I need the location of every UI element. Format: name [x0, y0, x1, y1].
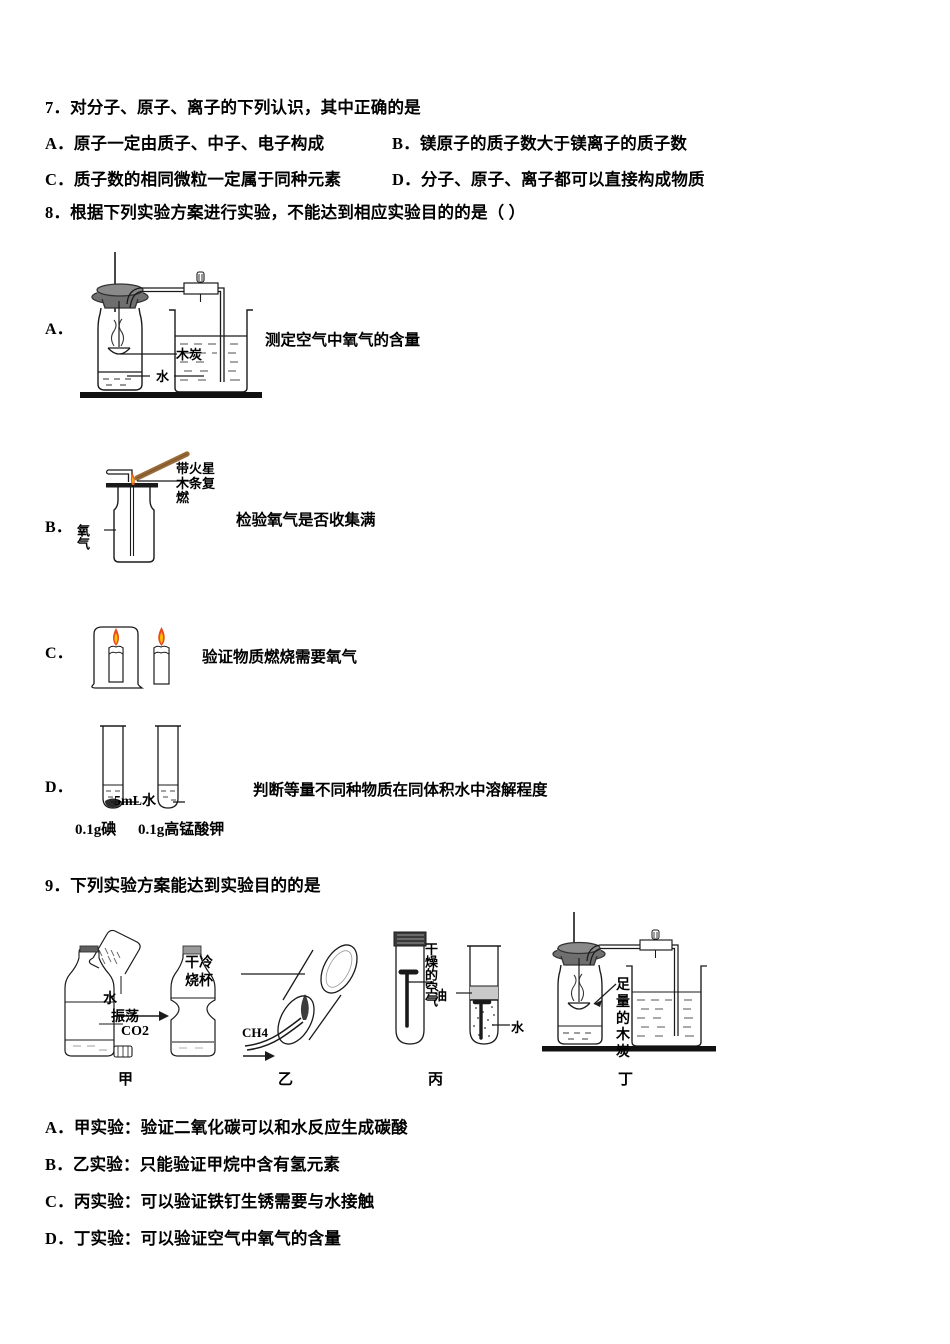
q9-jia-label-shake: 振荡: [111, 1010, 139, 1025]
q8-choice-d-label: D．: [45, 779, 73, 796]
q7-option-c-label: C．: [45, 170, 74, 189]
q9-panel-name-ding: 丁: [618, 1072, 634, 1088]
q9-option-b: B．乙实验：只能验证甲烷中含有氢元素: [45, 1155, 340, 1175]
q9-option-d-label: D．: [45, 1229, 74, 1248]
question-9-stem: 9．下列实验方案能达到实验目的的是: [45, 876, 321, 895]
q8-choice-c-label: C．: [45, 645, 73, 662]
q8-choice-a-caption: 测定空气中氧气的含量: [265, 332, 421, 349]
q9-yi-label-dry-cold-beaker: 干冷烧杯: [185, 956, 213, 989]
q7-option-c: C．质子数的相同微粒一定属于同种元素: [45, 170, 341, 190]
q9-jia-label-water: 水: [103, 992, 117, 1007]
q8-choice-b-label: B．: [45, 519, 73, 536]
q9-option-a-text: 甲实验：验证二氧化碳可以和水反应生成碳酸: [73, 1118, 408, 1137]
q7-option-b: B．镁原子的质子数大于镁离子的质子数: [392, 134, 687, 154]
question-7-stem: 7．对分子、原子、离子的下列认识，其中正确的是: [45, 98, 421, 117]
q9-bing-label-dry-air: 干燥的空气: [423, 942, 438, 1007]
q9-option-b-text: 乙实验：只能验证甲烷中含有氢元素: [72, 1155, 341, 1174]
diagram-gas-jar-sufficient-charcoal: [538, 912, 718, 1062]
q7-option-a-text: 原子一定由质子、中子、电子构成: [73, 134, 325, 153]
diagram-two-candles-one-covered: [86, 622, 206, 692]
q9-option-c-label: C．: [45, 1192, 74, 1211]
q7-option-d: D．分子、原子、离子都可以直接构成物质: [392, 170, 705, 190]
diagram-iron-nail-test-tubes: [388, 930, 528, 1060]
diagram-methane-flame-beaker: [241, 938, 378, 1063]
q9-option-c-text: 丙实验：可以验证铁钉生锈需要与水接触: [73, 1192, 375, 1211]
q8d-label-permanganate: 0.1g高锰酸钾: [138, 822, 225, 838]
q9-option-d: D．丁实验：可以验证空气中氧气的含量: [45, 1229, 341, 1249]
q7-option-a-label: A．: [45, 134, 74, 153]
q9-panel-name-jia: 甲: [118, 1072, 134, 1088]
diagram-oxygen-bottle-glowing-splint: [92, 451, 222, 577]
q9-option-a: A．甲实验：验证二氧化碳可以和水反应生成碳酸: [45, 1118, 408, 1138]
q9-option-d-text: 丁实验：可以验证空气中氧气的含量: [73, 1229, 342, 1248]
diagram-co2-bottle-shake: [55, 928, 240, 1068]
q9-option-b-label: B．: [45, 1155, 73, 1174]
question-8-stem: 8．根据下列实验方案进行实验，不能达到相应实验目的的是（ ）: [45, 203, 526, 222]
q8-choice-c-caption: 验证物质燃烧需要氧气: [202, 649, 358, 666]
q7-option-c-text: 质子数的相同微粒一定属于同种元素: [73, 170, 342, 189]
q8b-label-oxygen: 氧气: [75, 524, 90, 550]
q8-choice-d-caption: 判断等量不同种物质在同体积水中溶解程度: [253, 782, 548, 799]
q7-option-a: A．原子一定由质子、中子、电子构成: [45, 134, 324, 154]
q7-option-d-text: 分子、原子、离子都可以直接构成物质: [420, 170, 705, 189]
q8b-label-glowing-splint: 带火星木条复燃: [176, 461, 216, 506]
q9-option-a-label: A．: [45, 1118, 74, 1137]
q8a-label-water: 水: [156, 369, 170, 384]
q7-option-b-text: 镁原子的质子数大于镁离子的质子数: [419, 134, 688, 153]
diagram-gas-jar-charcoal-beaker: [72, 252, 272, 407]
q8-choice-a-label: A．: [45, 321, 73, 338]
q7-option-b-label: B．: [392, 134, 420, 153]
q8d-label-iodine: 0.1g碘: [75, 822, 117, 838]
q8a-label-charcoal: 木炭: [176, 347, 203, 362]
q8-choice-b-caption: 检验氧气是否收集满: [236, 512, 376, 529]
q9-panel-name-bing: 丙: [428, 1072, 444, 1088]
q9-bing-label-water: 水: [511, 1020, 525, 1035]
q9-ding-label-sufficient-charcoal: 足量的木炭: [616, 978, 630, 1061]
q9-jia-label-co2: CO2: [121, 1024, 149, 1039]
q7-option-d-label: D．: [392, 170, 421, 189]
q9-bing-label-oil: 油: [434, 988, 448, 1003]
diagram-two-test-tubes-dissolving: [85, 722, 225, 817]
q8d-label-water-volume: 5mL水: [114, 794, 156, 809]
q9-option-c: C．丙实验：可以验证铁钉生锈需要与水接触: [45, 1192, 374, 1212]
q9-yi-label-methane: CH4: [242, 1025, 268, 1040]
q9-panel-name-yi: 乙: [278, 1072, 294, 1088]
